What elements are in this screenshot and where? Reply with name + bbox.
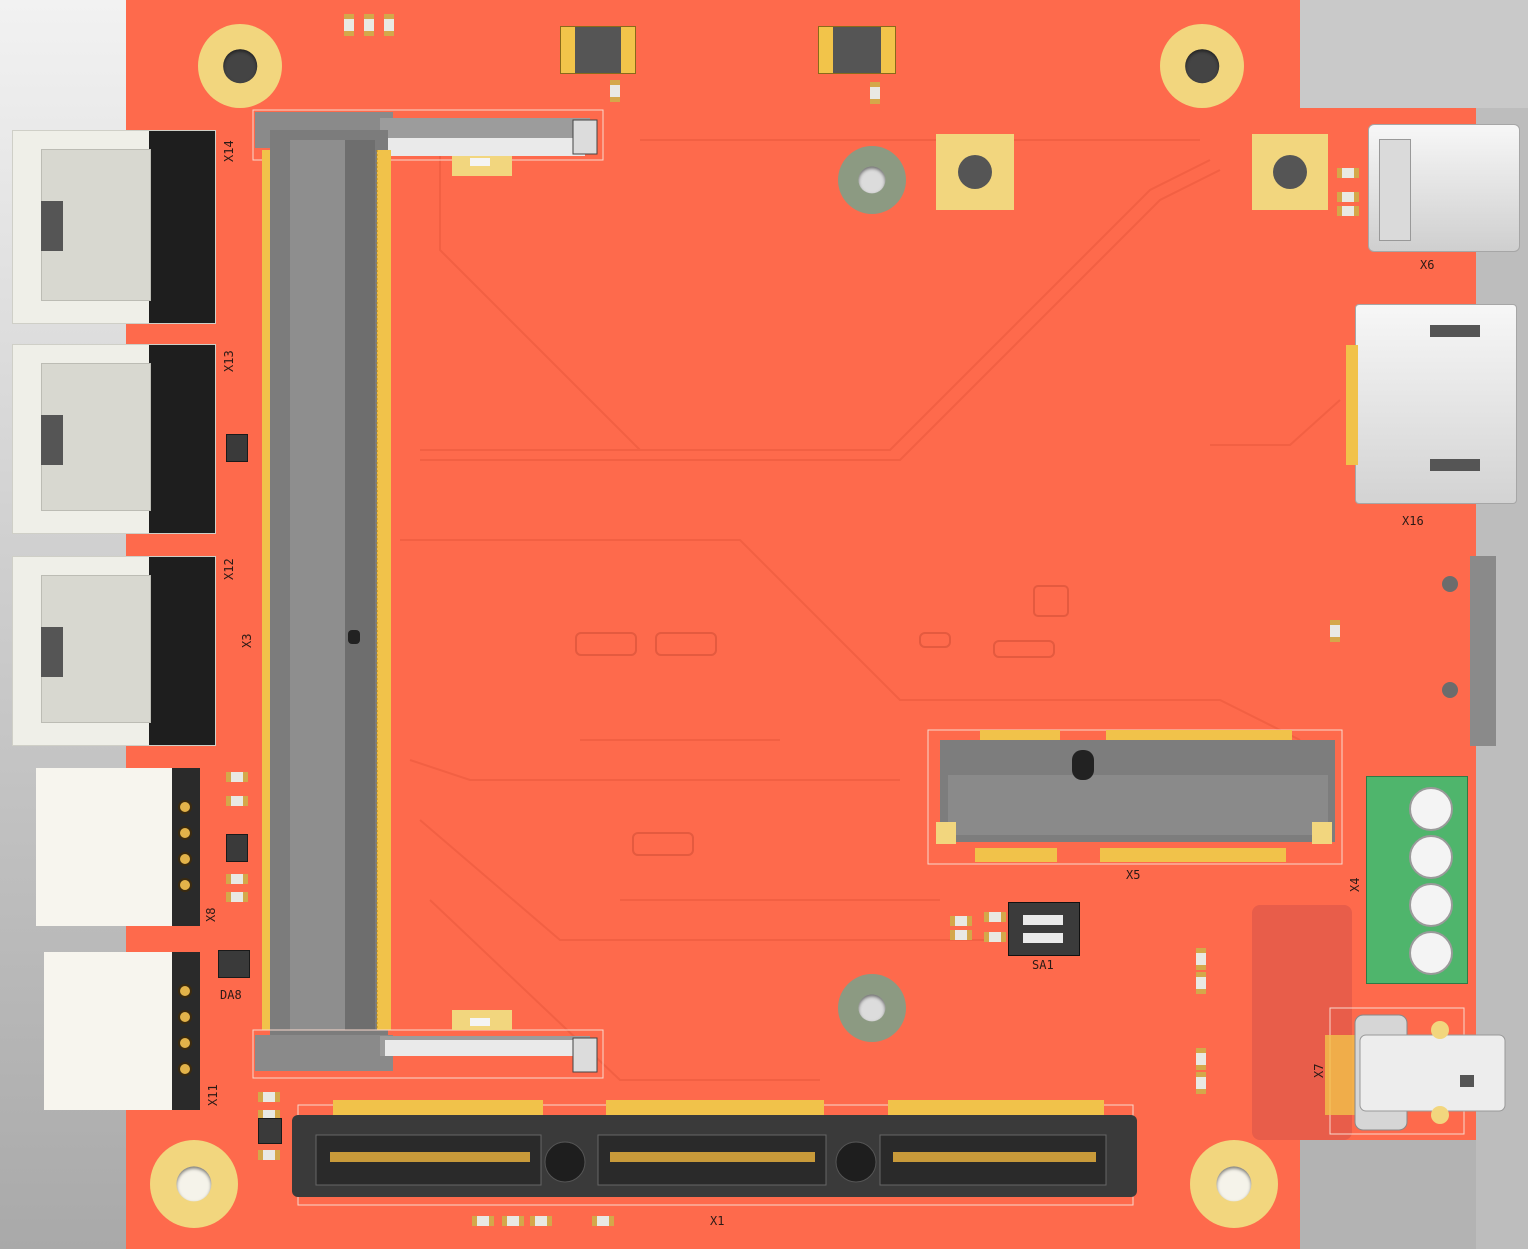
label-da8: DA8 xyxy=(220,988,242,1002)
square-mount-pad xyxy=(1252,134,1328,210)
terminal-block-icon[interactable] xyxy=(1366,776,1468,984)
capacitor xyxy=(818,26,896,74)
label-x3: X3 xyxy=(240,633,254,648)
smd-component xyxy=(226,772,248,782)
smd-component xyxy=(384,14,394,36)
usb-c-icon[interactable] xyxy=(1368,124,1520,252)
sata-connector[interactable] xyxy=(36,768,200,926)
smd-component xyxy=(984,932,1006,942)
label-x13: X13 xyxy=(222,350,236,372)
sd-card-slot xyxy=(1470,556,1496,746)
smd-component xyxy=(530,1216,552,1226)
mounting-hole-icon xyxy=(838,974,906,1042)
ic-chip xyxy=(226,434,248,462)
sodimm-socket xyxy=(252,109,604,1079)
mounting-hole-icon xyxy=(1190,1140,1278,1228)
capacitor xyxy=(560,26,636,74)
smd-component xyxy=(226,892,248,902)
rj45-jack-icon[interactable] xyxy=(12,130,216,324)
dip-switch-icon[interactable] xyxy=(1008,902,1080,956)
sata-connector[interactable] xyxy=(44,952,200,1110)
smd-component xyxy=(610,80,620,102)
label-x6: X6 xyxy=(1420,258,1435,272)
mounting-hole-icon xyxy=(838,146,906,214)
smd-component xyxy=(1196,1072,1206,1094)
smd-component xyxy=(364,14,374,36)
label-x4: X4 xyxy=(1348,877,1362,892)
smd-component xyxy=(950,930,972,940)
label-x8: X8 xyxy=(204,907,218,922)
m2-socket xyxy=(927,729,1343,865)
label-x1: X1 xyxy=(710,1214,725,1228)
smd-component xyxy=(1337,168,1359,178)
smd-component xyxy=(1330,620,1340,642)
smd-component xyxy=(226,796,248,806)
smd-component xyxy=(1196,972,1206,994)
smd-component xyxy=(258,1150,280,1160)
label-x16: X16 xyxy=(1402,514,1424,528)
board-to-board-connector xyxy=(292,1100,1137,1206)
smd-component xyxy=(1196,948,1206,970)
label-x14: X14 xyxy=(222,140,236,162)
smd-component xyxy=(592,1216,614,1226)
label-x7: X7 xyxy=(1312,1063,1326,1078)
x7-connector xyxy=(1325,1007,1506,1135)
label-x12: X12 xyxy=(222,558,236,580)
smd-component xyxy=(1196,1048,1206,1070)
smd-component xyxy=(1337,192,1359,202)
smd-component xyxy=(344,14,354,36)
label-x11: X11 xyxy=(206,1084,220,1106)
square-mount-pad xyxy=(936,134,1014,210)
smd-component xyxy=(870,82,880,104)
mounting-hole-icon xyxy=(1160,24,1244,108)
smd-component xyxy=(472,1216,494,1226)
rj45-jack-icon[interactable] xyxy=(12,556,216,746)
smd-component xyxy=(984,912,1006,922)
smd-component xyxy=(950,916,972,926)
mounting-hole-icon xyxy=(150,1140,238,1228)
mounting-hole-icon xyxy=(198,24,282,108)
rj45-jack-icon[interactable] xyxy=(12,344,216,534)
ic-chip xyxy=(226,834,248,862)
smd-component xyxy=(258,1092,280,1102)
smd-component xyxy=(1337,206,1359,216)
smd-component xyxy=(258,1110,280,1120)
ic-chip xyxy=(258,1118,282,1144)
label-x5: X5 xyxy=(1126,868,1141,882)
smd-component xyxy=(226,874,248,884)
hdmi-icon[interactable] xyxy=(1346,304,1517,504)
smd-component xyxy=(502,1216,524,1226)
label-sa1: SA1 xyxy=(1032,958,1054,972)
ic-chip xyxy=(218,950,250,978)
